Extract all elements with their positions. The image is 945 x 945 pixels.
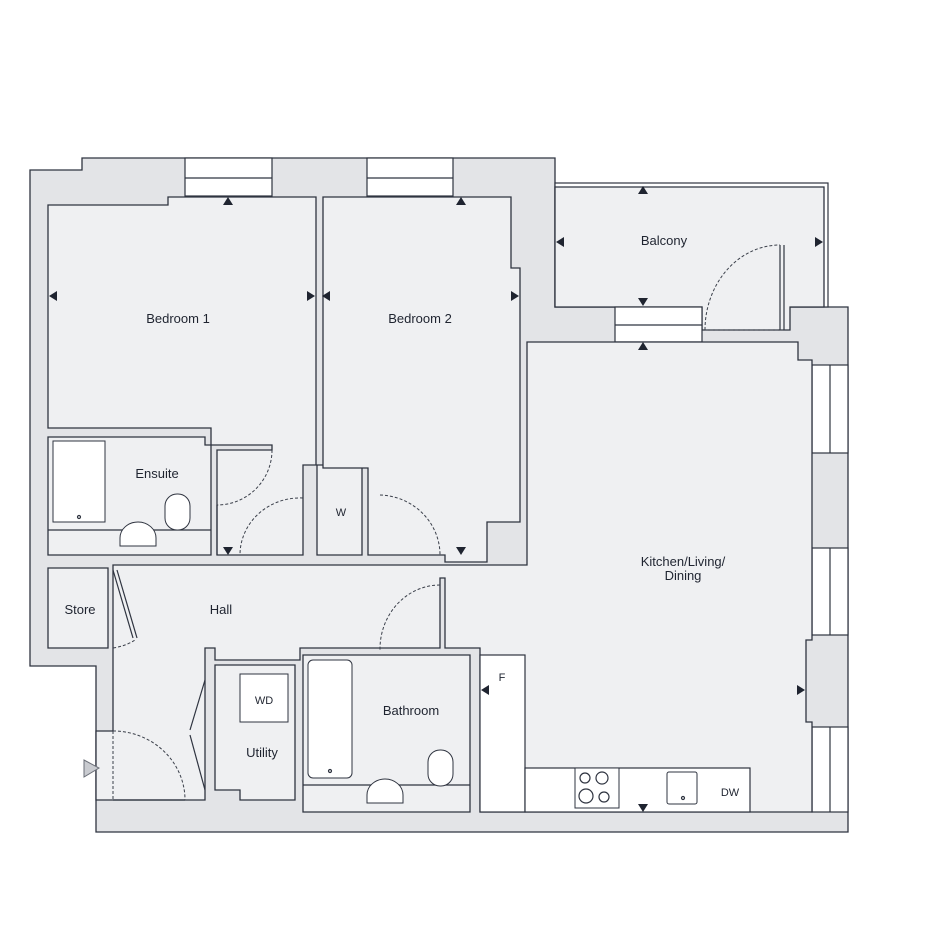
bathtub — [307, 659, 353, 779]
ensuite-toilet — [164, 493, 191, 531]
hob-icon — [574, 767, 620, 809]
hall-kitchen-living — [95, 341, 813, 813]
fridge-counter — [479, 654, 526, 813]
kitchen-counter — [524, 767, 751, 813]
fridge-label: F — [499, 672, 506, 684]
bedroom-2-label: Bedroom 2 — [388, 311, 452, 326]
kitchen-label-line2: Dining — [665, 568, 702, 583]
store — [47, 567, 109, 649]
dishwasher-label: DW — [721, 787, 740, 799]
washer-dryer-label: WD — [255, 695, 273, 707]
kitchen-label-line1: Kitchen/Living/ — [641, 554, 726, 569]
bathroom-basin — [366, 778, 404, 804]
doors — [112, 244, 785, 801]
dimension-markers — [49, 186, 823, 812]
store-label: Store — [64, 602, 95, 617]
shower-tray — [52, 440, 106, 523]
ensuite-basin — [119, 521, 157, 547]
balcony — [554, 186, 825, 331]
ensuite-label: Ensuite — [135, 466, 178, 481]
washer-dryer — [239, 673, 289, 723]
wardrobe-label: W — [336, 507, 347, 519]
utility-label: Utility — [246, 745, 278, 760]
entrance-arrow-icon — [83, 759, 101, 778]
windows — [184, 157, 849, 813]
bathroom-toilet — [427, 749, 454, 787]
balcony-label: Balcony — [641, 233, 688, 248]
hall-label: Hall — [210, 602, 233, 617]
sink-icon — [666, 771, 698, 805]
bathroom-label: Bathroom — [383, 703, 439, 718]
bedroom-1-label: Bedroom 1 — [146, 311, 210, 326]
bedroom-2 — [322, 196, 521, 563]
